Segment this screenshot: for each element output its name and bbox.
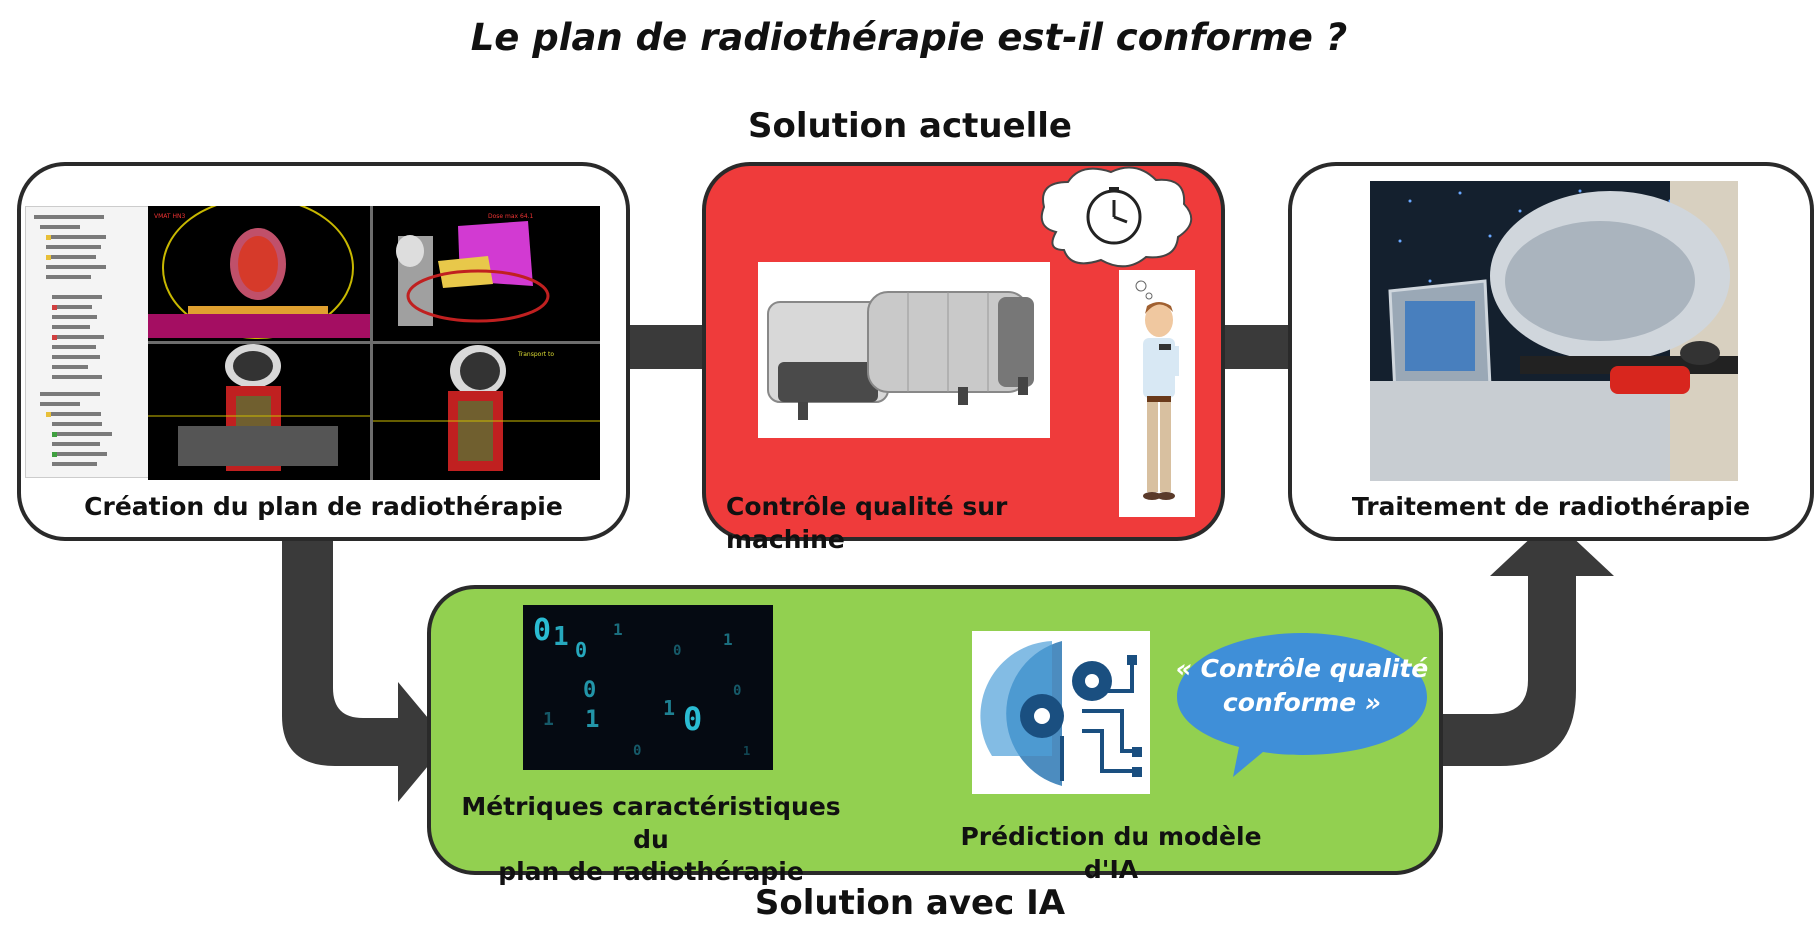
svg-text:1: 1	[543, 709, 554, 730]
tps-screenshot: VMAT HN3 Dose max 64.1 Transport to	[148, 206, 600, 480]
svg-text:VMAT HN3: VMAT HN3	[154, 213, 185, 220]
creation-box: VMAT HN3 Dose max 64.1 Transport to Créa…	[17, 162, 630, 541]
traitement-box: Traitement de radiothérapie	[1288, 162, 1814, 541]
svg-text:0: 0	[673, 643, 681, 659]
svg-text:Transport to: Transport to	[517, 351, 554, 358]
creation-label: Création du plan de radiothérapie	[84, 492, 563, 521]
speech-line-1: « Contrôle qualité	[1175, 654, 1429, 683]
svg-text:1: 1	[723, 630, 733, 649]
solution-ia-heading: Solution avec IA	[754, 883, 1066, 923]
metriques-label-line-1: Métriques caractéristiques du	[461, 792, 841, 854]
svg-text:1: 1	[585, 705, 599, 733]
speech-line-2: conforme »	[1222, 687, 1382, 717]
ia-box: 0 1 0 1 0 1 1 1 0 0 1 0 0 1	[427, 585, 1443, 886]
svg-text:1: 1	[553, 622, 569, 652]
svg-text:0: 0	[683, 700, 702, 738]
arrow-creation-to-ia	[282, 530, 448, 802]
thought-cloud	[1040, 166, 1193, 268]
controle-label: Contrôle qualité sur machine	[726, 492, 1008, 554]
linac-image	[1370, 181, 1738, 481]
svg-text:0: 0	[533, 613, 551, 648]
solution-actuelle-heading: Solution actuelle	[748, 106, 1072, 146]
waiting-person	[1119, 270, 1195, 517]
svg-text:Dose max 64.1: Dose max 64.1	[488, 213, 534, 220]
clock-icon	[1086, 187, 1142, 245]
qa-device-image	[758, 262, 1050, 438]
speech-bubble	[1177, 633, 1427, 777]
svg-text:1: 1	[613, 620, 623, 639]
prediction-label: Prédiction du modèle d'IA	[960, 822, 1262, 884]
traitement-label: Traitement de radiothérapie	[1351, 492, 1751, 521]
svg-text:0: 0	[575, 638, 587, 662]
svg-text:1: 1	[663, 696, 675, 720]
svg-text:0: 0	[583, 678, 596, 703]
tps-tree-panel	[25, 206, 157, 478]
svg-text:0: 0	[633, 743, 641, 759]
binary-code-image: 0 1 0 1 0 1 1 1 0 0 1 0 0 1	[523, 605, 773, 770]
page-title: Le plan de radiothérapie est-il conforme…	[470, 16, 1348, 59]
svg-text:0: 0	[733, 683, 741, 699]
speech-bubble-text: « Contrôle qualité conforme »	[1175, 652, 1429, 720]
metriques-label-line-2: plan de radiothérapie	[498, 857, 804, 886]
controle-box: Contrôle qualité sur machine	[702, 162, 1225, 554]
arrow-ia-to-traitement	[1420, 518, 1614, 766]
svg-text:1: 1	[743, 744, 750, 758]
ai-gears-icon	[972, 631, 1150, 794]
metriques-label: Métriques caractéristiques du plan de ra…	[451, 791, 851, 889]
